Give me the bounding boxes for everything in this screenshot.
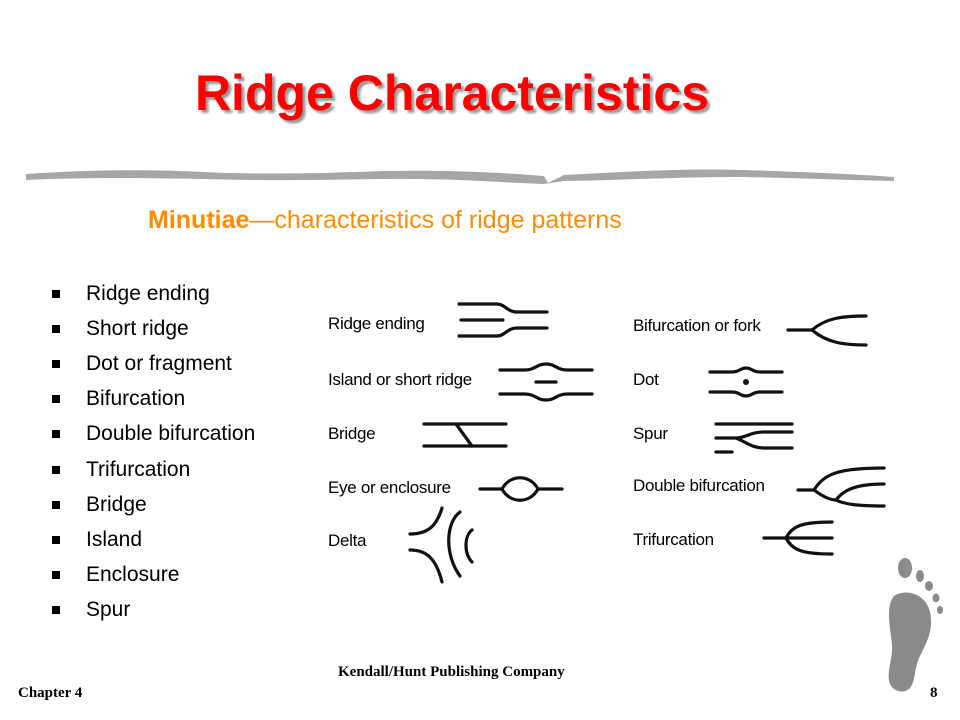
list-item: Double bifurcation (52, 417, 255, 452)
square-bullet-icon (52, 359, 60, 368)
delta-glyph (408, 506, 474, 584)
diagram-label-ridge-ending: Ridge ending (328, 314, 425, 333)
list-item: Dot or fragment (52, 346, 255, 381)
dot-glyph (708, 366, 784, 398)
island-glyph (498, 362, 594, 402)
title-underline-rule (26, 169, 894, 184)
subtitle: Minutiae—characteristics of ridge patter… (148, 206, 622, 235)
double-bifurcation-glyph (796, 466, 886, 508)
subtitle-term: Minutiae (148, 206, 250, 234)
square-bullet-icon (52, 606, 60, 615)
diagram-label-dot: Dot (633, 370, 659, 389)
diagram-label-delta: Delta (328, 531, 367, 550)
square-bullet-icon (52, 324, 60, 333)
diagram-label-enclosure: Eye or enclosure (328, 478, 451, 497)
subtitle-rest: —characteristics of ridge patterns (249, 206, 622, 234)
list-item: Island (52, 522, 255, 557)
diagram-label-bridge: Bridge (328, 424, 376, 443)
footer-page-number: 8 (930, 685, 938, 701)
square-bullet-icon (52, 571, 60, 580)
square-bullet-icon (52, 430, 60, 439)
footprint-icon (888, 558, 943, 692)
list-item: Trifurcation (52, 452, 255, 487)
square-bullet-icon (52, 535, 60, 544)
list-item: Spur (52, 593, 255, 628)
diagram-label-double-bifurcation: Double bifurcation (633, 476, 765, 495)
ridge-ending-glyph (457, 302, 549, 338)
square-bullet-icon (52, 395, 60, 404)
bifurcation-glyph (786, 314, 868, 347)
list-item: Bridge (52, 487, 255, 522)
list-item: Bifurcation (52, 382, 255, 417)
list-item: Enclosure (52, 558, 255, 593)
diagram-label-spur: Spur (633, 424, 668, 443)
square-bullet-icon (52, 289, 60, 298)
diagram-label-bifurcation: Bifurcation or fork (633, 316, 761, 335)
square-bullet-icon (52, 500, 60, 509)
diagram-label-island: Island or short ridge (328, 370, 472, 389)
square-bullet-icon (52, 465, 60, 474)
list-item: Ridge ending (52, 276, 255, 311)
footer-chapter: Chapter 4 (18, 685, 83, 701)
enclosure-glyph (478, 476, 564, 502)
slide-title: Ridge Characteristics (194, 65, 710, 121)
trifurcation-glyph (762, 520, 834, 556)
minutiae-bullet-list: Ridge ending Short ridge Dot or fragment… (52, 276, 255, 628)
footer-publisher: Kendall/Hunt Publishing Company (338, 664, 565, 680)
diagram-label-trifurcation: Trifurcation (633, 530, 714, 549)
bridge-glyph (422, 422, 508, 448)
list-item: Short ridge (52, 311, 255, 346)
spur-glyph (714, 422, 794, 454)
